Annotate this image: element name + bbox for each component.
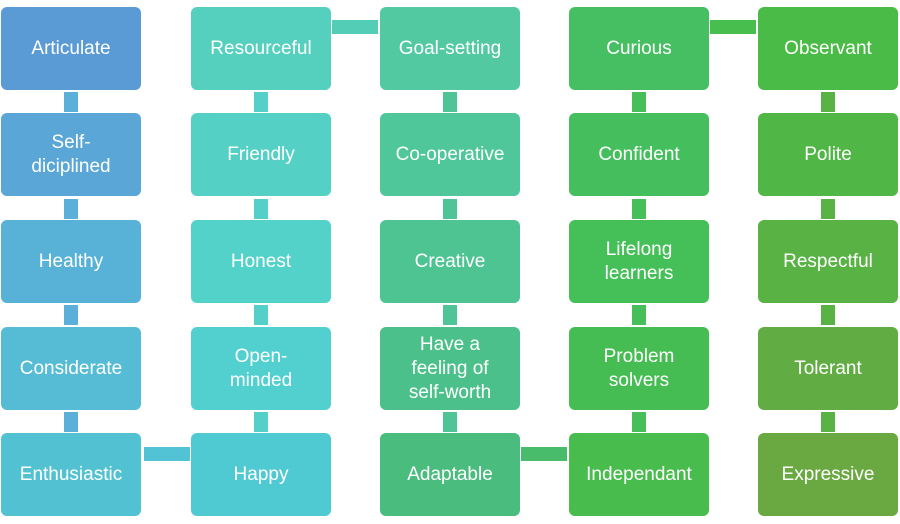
connector-col5-4 [821, 412, 835, 432]
trait-box-self-diciplined: Self-diciplined [1, 113, 141, 196]
connector-col2-3 [254, 305, 268, 325]
connector-col5-3 [821, 305, 835, 325]
connector-col3-4 [443, 412, 457, 432]
connector-col1-4 [64, 412, 78, 432]
trait-box-happy: Happy [191, 433, 331, 516]
connector-col4-4 [632, 412, 646, 432]
trait-box-creative: Creative [380, 220, 520, 303]
connector-col1-3 [64, 305, 78, 325]
trait-box-independant: Independant [569, 433, 709, 516]
connector-col4-1 [632, 92, 646, 112]
connector-bottom-col1-col2 [144, 447, 190, 461]
trait-box-respectful: Respectful [758, 220, 898, 303]
trait-box-healthy: Healthy [1, 220, 141, 303]
connector-col5-2 [821, 199, 835, 219]
trait-box-honest: Honest [191, 220, 331, 303]
connector-col5-1 [821, 92, 835, 112]
trait-box-friendly: Friendly [191, 113, 331, 196]
trait-box-adaptable: Adaptable [380, 433, 520, 516]
connector-col1-1 [64, 92, 78, 112]
connector-col4-3 [632, 305, 646, 325]
trait-box-tolerant: Tolerant [758, 327, 898, 410]
connector-col2-1 [254, 92, 268, 112]
connector-col3-3 [443, 305, 457, 325]
trait-box-resourceful: Resourceful [191, 7, 331, 90]
trait-box-considerate: Considerate [1, 327, 141, 410]
connector-bottom-col3-col4 [521, 447, 567, 461]
connector-top-col2-col3 [332, 20, 378, 34]
trait-box-polite: Polite [758, 113, 898, 196]
connector-col4-2 [632, 199, 646, 219]
trait-box-curious: Curious [569, 7, 709, 90]
connector-col1-2 [64, 199, 78, 219]
connector-col2-4 [254, 412, 268, 432]
trait-box-articulate: Articulate [1, 7, 141, 90]
trait-box-co-operative: Co-operative [380, 113, 520, 196]
trait-box-open-minded: Open-minded [191, 327, 331, 410]
trait-box-expressive: Expressive [758, 433, 898, 516]
connector-col2-2 [254, 199, 268, 219]
connector-col3-1 [443, 92, 457, 112]
trait-box-enthusiastic: Enthusiastic [1, 433, 141, 516]
trait-box-confident: Confident [569, 113, 709, 196]
connector-col3-2 [443, 199, 457, 219]
connector-top-col4-col5 [710, 20, 756, 34]
trait-box-observant: Observant [758, 7, 898, 90]
trait-box-goal-setting: Goal-setting [380, 7, 520, 90]
